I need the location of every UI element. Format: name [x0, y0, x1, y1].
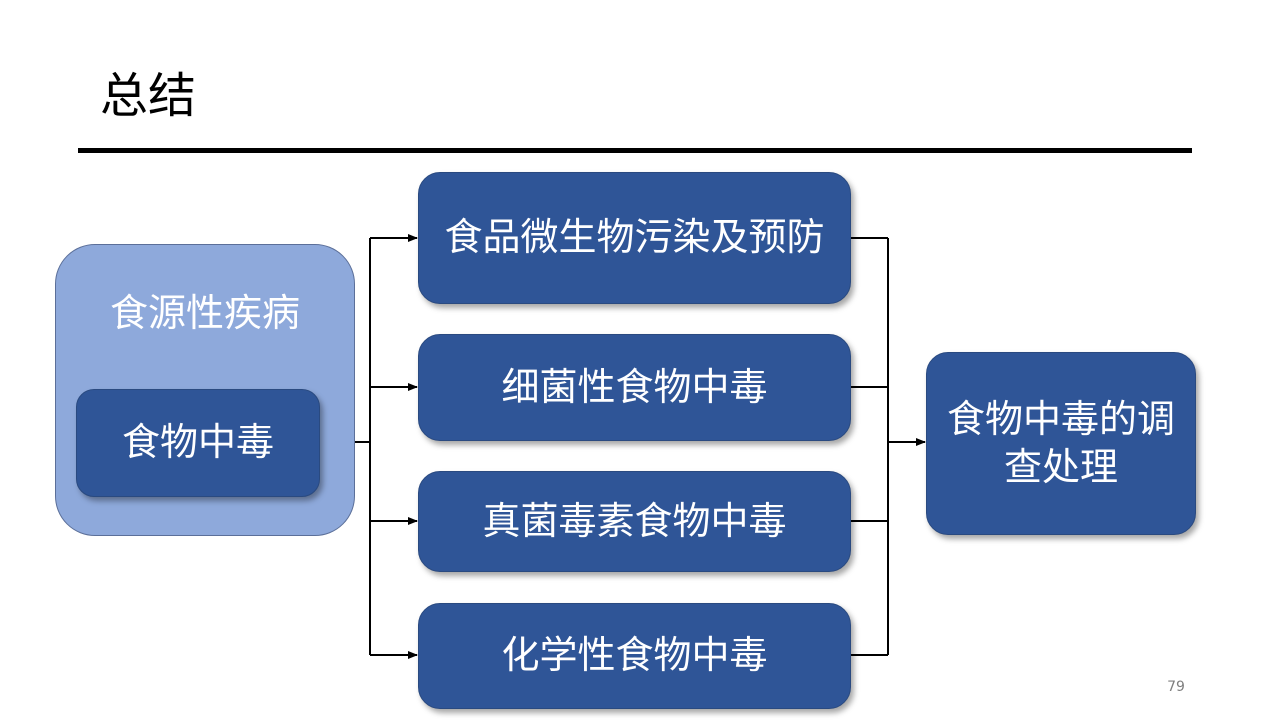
category-box-1: 食品微生物污染及预防: [418, 172, 851, 304]
food-poisoning-label: 食物中毒: [121, 420, 274, 465]
foodborne-disease-label: 食源性疾病: [109, 291, 300, 335]
category-label-2: 细菌性食物中毒: [501, 364, 768, 409]
title-underline: [78, 148, 1192, 153]
page-number: 79: [1167, 679, 1185, 695]
category-label-3: 真菌毒素食物中毒: [482, 498, 787, 543]
category-label-1: 食品微生物污染及预防: [444, 215, 825, 260]
category-label-4: 化学性食物中毒: [501, 633, 768, 678]
slide-title: 总结: [100, 68, 197, 124]
category-box-3: 真菌毒素食物中毒: [418, 471, 851, 572]
food-poisoning-box: 食物中毒: [76, 389, 320, 497]
category-box-4: 化学性食物中毒: [418, 603, 851, 709]
investigation-box: 食物中毒的调查处理: [926, 352, 1196, 535]
investigation-label: 食物中毒的调查处理: [946, 397, 1175, 489]
category-box-2: 细菌性食物中毒: [418, 334, 851, 441]
